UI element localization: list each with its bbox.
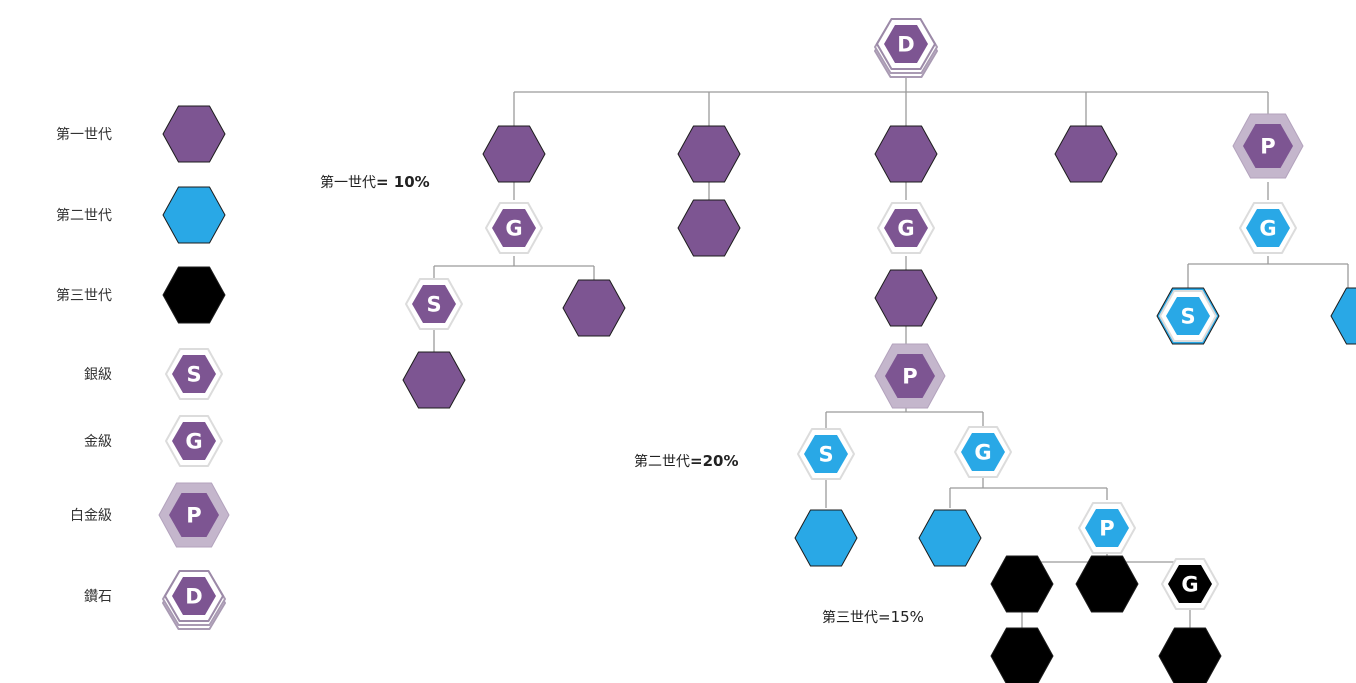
badge-S-node: S xyxy=(797,428,855,480)
connector-lines xyxy=(433,72,1349,628)
badge-S-node: S xyxy=(405,278,463,330)
legend-label: 第一世代 xyxy=(56,126,112,143)
legend-hex-icon xyxy=(162,105,226,163)
gen3-member-hexagon xyxy=(990,555,1054,613)
svg-text:G: G xyxy=(185,430,202,454)
gen1-member-hexagon xyxy=(1054,125,1118,183)
svg-text:G: G xyxy=(505,217,522,241)
gen3-rate-name: 第三世代 xyxy=(822,610,878,626)
gen2-member-hexagon xyxy=(918,509,982,567)
tree-nodes: D P G G G S P S G P G S xyxy=(402,18,1356,683)
legend-diamond-icon: D xyxy=(162,570,226,630)
gen3-member-hexagon xyxy=(1075,555,1139,613)
legend-badge-icon: G xyxy=(165,415,223,467)
gen1-member-hexagon xyxy=(874,125,938,183)
gen2-rate-value: =20% xyxy=(690,452,739,470)
svg-text:P: P xyxy=(186,504,201,528)
gen1-member-hexagon xyxy=(562,279,626,337)
svg-text:S: S xyxy=(818,443,833,467)
svg-text:S: S xyxy=(186,363,201,387)
gen1-rate-value: = 10% xyxy=(376,173,430,191)
gen1-member-hexagon xyxy=(677,199,741,257)
legend-badge-icon: S xyxy=(165,348,223,400)
svg-text:G: G xyxy=(1181,573,1198,597)
legend-hex-icon xyxy=(162,266,226,324)
gen1-rate-name: 第一世代 xyxy=(320,175,376,191)
gen3-rate-value: =15% xyxy=(878,608,924,626)
gen1-member-hexagon xyxy=(677,125,741,183)
svg-text:D: D xyxy=(185,585,202,609)
legend-label: 鑽石 xyxy=(84,589,112,605)
svg-text:P: P xyxy=(1099,517,1114,541)
svg-text:G: G xyxy=(1259,217,1276,241)
legend-hex-icon xyxy=(162,186,226,244)
svg-text:S: S xyxy=(426,293,441,317)
badge-G-node: G xyxy=(1239,202,1297,254)
legend-label: 金級 xyxy=(84,434,112,450)
svg-text:S: S xyxy=(1180,305,1195,329)
badge-S-node: S xyxy=(1159,290,1217,342)
legend-label: 第二世代 xyxy=(56,207,112,224)
svg-text:G: G xyxy=(897,217,914,241)
legend-label: 銀級 xyxy=(84,367,112,383)
svg-text:D: D xyxy=(897,33,914,57)
svg-text:P: P xyxy=(1260,135,1275,159)
gen2-rate-name: 第二世代 xyxy=(634,454,690,470)
svg-text:P: P xyxy=(902,365,917,389)
gen1-member-hexagon xyxy=(482,125,546,183)
gen2-member-hexagon xyxy=(1330,287,1356,345)
badge-G-node: G xyxy=(1161,558,1219,610)
gen2-member-hexagon xyxy=(794,509,858,567)
gen3-rate-label: 第三世代=15% xyxy=(822,607,924,627)
badge-P-node: P xyxy=(1078,502,1136,554)
legend-platinum-icon: P xyxy=(158,482,230,548)
gen1-rate-label: 第一世代= 10% xyxy=(320,172,430,192)
gen3-member-hexagon xyxy=(990,627,1054,683)
platinum-P-node: P xyxy=(1232,113,1304,179)
badge-G-node: G xyxy=(877,202,935,254)
gen3-member-hexagon xyxy=(1158,627,1222,683)
gen1-member-hexagon xyxy=(402,351,466,409)
badge-G-node: G xyxy=(485,202,543,254)
badge-G-node: G xyxy=(954,426,1012,478)
gen2-rate-label: 第二世代=20% xyxy=(634,451,738,471)
svg-text:G: G xyxy=(974,441,991,465)
legend-label: 白金級 xyxy=(70,508,112,524)
legend-label: 第三世代 xyxy=(56,287,112,304)
platinum-P-node: P xyxy=(874,343,946,409)
gen1-member-hexagon xyxy=(874,269,938,327)
diamond-D-node: D xyxy=(874,18,938,78)
